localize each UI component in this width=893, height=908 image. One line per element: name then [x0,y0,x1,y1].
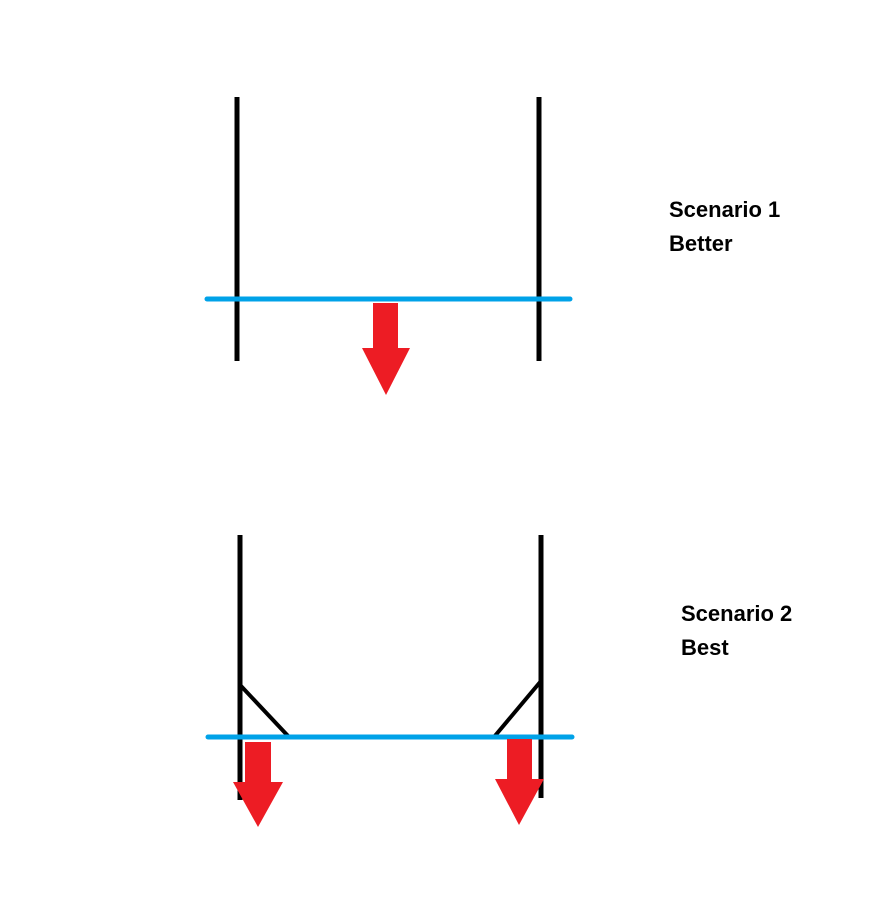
scenario-2-title: Scenario 2 [681,601,793,626]
scenario-2-label: Scenario 2 Best [681,597,792,665]
left-down-arrow [233,742,283,827]
scenario-2-rating: Best [681,635,729,660]
scenario-1-label: Scenario 1 Better [669,193,780,261]
right-brace [492,679,543,739]
scenario-1-title: Scenario 1 [669,197,781,222]
scenario-1-rating: Better [669,231,733,256]
scenario-2-drawing [205,535,575,827]
right-down-arrow [495,739,544,825]
left-brace [239,684,291,739]
down-arrow [362,303,410,395]
scenario-1-drawing [204,97,573,395]
